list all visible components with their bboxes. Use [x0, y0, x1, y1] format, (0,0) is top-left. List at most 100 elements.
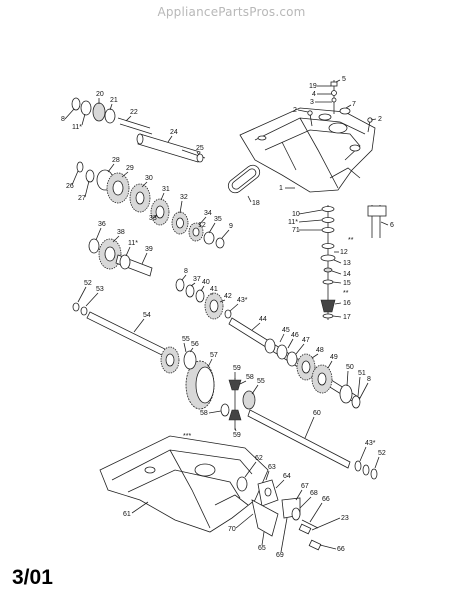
- watermark-text: AppliancePartsPros.com: [157, 5, 306, 19]
- callout-8a: 8: [61, 116, 65, 123]
- callout-4: 4: [312, 91, 316, 98]
- callout-31: 31: [162, 186, 170, 193]
- callout-14: 14: [343, 271, 351, 278]
- callout-16: 16: [343, 300, 351, 307]
- callout-35: 35: [214, 216, 222, 223]
- callout-49: 49: [330, 354, 338, 361]
- callout-66a: 66: [322, 496, 330, 503]
- callout-55a: 55: [182, 336, 190, 343]
- callout-9: 9: [229, 223, 233, 230]
- callout-55b: 55: [257, 378, 265, 385]
- middle-gear-row: [175, 278, 232, 320]
- callout-52b: 52: [378, 450, 386, 457]
- callout-62: 62: [255, 455, 263, 462]
- callout-13: 13: [343, 260, 351, 267]
- shift-lever: [367, 205, 387, 238]
- housing-bolts: [307, 110, 373, 133]
- callout-59b: 59: [233, 432, 241, 439]
- callout-64: 64: [283, 473, 291, 480]
- drive-chain: [227, 164, 261, 194]
- callout-68: 68: [310, 490, 318, 497]
- callout-29: 29: [126, 165, 134, 172]
- callout-28: 28: [112, 157, 120, 164]
- part-callouts: 1 2 2 3 4 5 19 7 6 10 11* 71 ** 12 13 14…: [61, 76, 394, 559]
- callout-43b: 43*: [365, 440, 376, 447]
- callout-26: 26: [66, 183, 74, 190]
- callout-10: 10: [292, 211, 300, 218]
- callout-44: 44: [259, 316, 267, 323]
- callout-30: 30: [145, 175, 153, 182]
- callout-61: 61: [123, 511, 131, 518]
- callout-27: 27: [78, 195, 86, 202]
- callout-11b: 11*: [72, 124, 82, 131]
- output-shaft-gear-row: [228, 317, 361, 409]
- callout-21: 21: [110, 97, 118, 104]
- shift-shaft-stack: [320, 205, 336, 320]
- callout-60: 60: [313, 410, 321, 417]
- lower-housing: [99, 435, 269, 533]
- revision-date: 3/01: [12, 566, 53, 589]
- callout-57: 57: [210, 352, 218, 359]
- callout-1: 1: [279, 185, 283, 192]
- axle-shaft: [247, 409, 378, 480]
- callout-24: 24: [170, 129, 178, 136]
- callout-51: 51: [358, 370, 366, 377]
- callout-23: 23: [341, 515, 349, 522]
- callout-63: 63: [268, 464, 276, 471]
- callout-8c: 8: [367, 376, 371, 383]
- callout-56: 56: [191, 341, 199, 348]
- callout-19: 19: [309, 83, 317, 90]
- callout-45: 45: [282, 327, 290, 334]
- callout-50: 50: [346, 364, 354, 371]
- callout-42: 42: [224, 293, 232, 300]
- callout-32: 32: [180, 194, 188, 201]
- callout-22: 22: [130, 109, 138, 116]
- callout-66b: 66: [337, 546, 345, 553]
- callout-7: 7: [352, 101, 356, 108]
- callout-47: 47: [302, 337, 310, 344]
- callout-40: 40: [202, 279, 210, 286]
- callout-3: 3: [310, 99, 314, 106]
- callout-dbl-a: **: [348, 237, 354, 244]
- callout-dbl-b: **: [343, 290, 349, 297]
- callout-12b: 12: [340, 249, 348, 256]
- cluster-gear-shaft: [88, 238, 153, 277]
- callout-41: 41: [210, 286, 218, 293]
- callout-2b: 2: [378, 116, 382, 123]
- callout-58a: 58: [246, 374, 254, 381]
- callout-5: 5: [342, 76, 346, 83]
- callout-46: 46: [291, 332, 299, 339]
- main-shaft: [72, 302, 180, 374]
- callout-59a: 59: [233, 365, 241, 372]
- callout-37: 37: [193, 276, 201, 283]
- callout-71: 71: [292, 227, 300, 234]
- callout-11c: 11*: [128, 240, 138, 247]
- callout-25: 25: [196, 145, 204, 152]
- callout-58b: 58: [200, 410, 208, 417]
- callout-67: 67: [301, 483, 309, 490]
- callout-36: 36: [98, 221, 106, 228]
- callout-69: 69: [276, 552, 284, 559]
- callout-11a: 11*: [288, 219, 298, 226]
- callout-18: 18: [252, 200, 260, 207]
- callout-70: 70: [228, 526, 236, 533]
- callout-15: 15: [343, 280, 351, 287]
- callout-triple: ***: [183, 433, 191, 440]
- callout-8b: 8: [184, 268, 188, 275]
- callout-39: 39: [145, 246, 153, 253]
- callout-33: 33: [149, 215, 157, 222]
- callout-20: 20: [96, 91, 104, 98]
- callout-12a: 12: [198, 222, 206, 229]
- callout-53: 53: [96, 286, 104, 293]
- callout-54: 54: [143, 312, 151, 319]
- brake-bracket-parts: [236, 476, 322, 551]
- callout-38: 38: [117, 229, 125, 236]
- callout-34: 34: [204, 210, 212, 217]
- brake-shaft-assembly: [71, 97, 206, 163]
- countershaft-gear-row: [76, 161, 225, 249]
- callout-17: 17: [343, 314, 351, 321]
- upper-housing: [239, 107, 376, 193]
- callout-43a: 43*: [237, 297, 248, 304]
- callout-6: 6: [390, 222, 394, 229]
